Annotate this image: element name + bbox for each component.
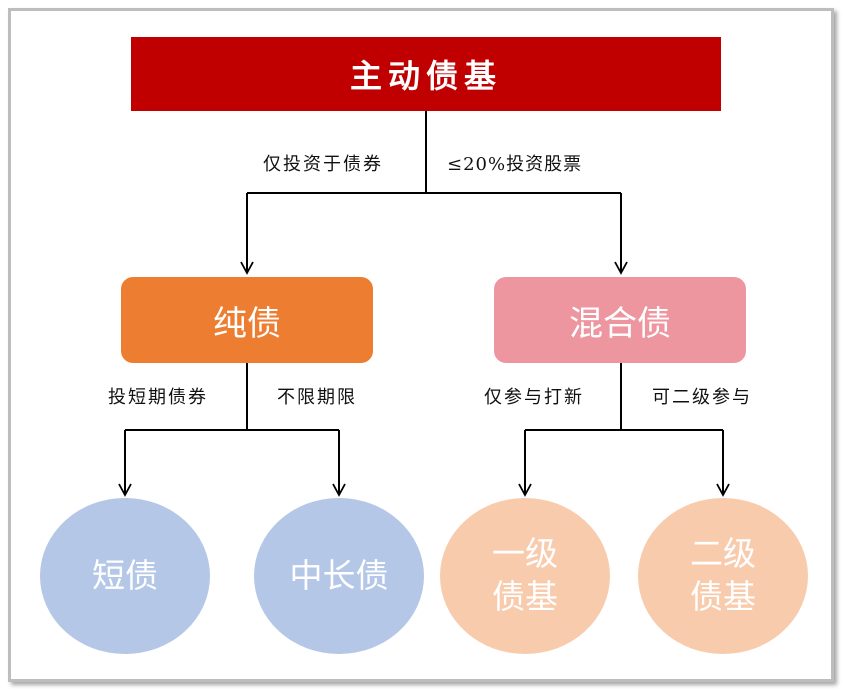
root-node: 主动债基 [131,37,721,111]
condition-bonds-only: 仅投资于债券 [263,154,383,175]
mid-long-bond-label: 中长债 [289,555,389,595]
secondary-bond-fund-label-line1: 二级 [690,534,756,574]
root-label: 主动债基 [349,57,502,95]
short-bond-label: 短债 [92,555,158,595]
primary-bond-fund-node: 一级 债基 [440,498,610,654]
short-bond-node: 短债 [40,498,210,654]
condition-secondary-market: 可二级参与 [652,387,752,408]
primary-bond-fund-label-line1: 一级 [492,534,558,574]
primary-bond-fund-label-line2: 债基 [492,577,558,616]
mixed-bond-label: 混合债 [569,303,671,344]
condition-ipo-only: 仅参与打新 [484,387,584,408]
pure-bond-node: 纯债 [121,277,373,363]
condition-short-term: 投短期债券 [108,387,208,408]
secondary-bond-fund-label-line2: 债基 [690,577,756,616]
mid-long-bond-node: 中长债 [254,498,424,654]
pure-bond-label: 纯债 [213,303,281,344]
mixed-bond-node: 混合债 [494,277,746,363]
secondary-bond-fund-node: 二级 债基 [638,498,808,654]
condition-stock-limit: ≤20%投资股票 [447,154,583,175]
condition-unlimited-term: 不限期限 [277,387,357,408]
